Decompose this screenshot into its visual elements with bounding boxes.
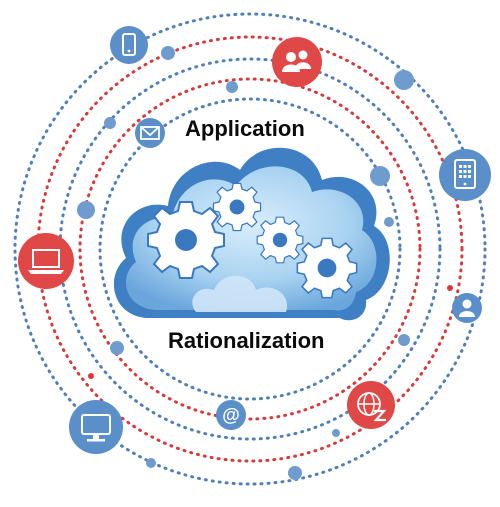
mail-icon	[135, 118, 165, 148]
diagram-title-bottom: Rationalization	[168, 328, 325, 353]
orbit-ring-blue-inner	[98, 97, 402, 401]
tablet-icon	[439, 149, 491, 201]
phone-icon	[110, 26, 148, 64]
globe-icon	[347, 381, 395, 429]
gear-icon	[147, 201, 225, 279]
orbit-dots-red	[88, 285, 453, 379]
orbit-ring-outer-blue	[13, 12, 487, 486]
users-icon	[272, 37, 322, 87]
orbit-ring-red-inner	[78, 77, 422, 421]
monitor-icon	[69, 400, 123, 454]
orbit-dots	[77, 46, 414, 480]
at-sign-icon: @	[216, 400, 246, 430]
gear-icon	[296, 237, 358, 299]
gear-icon	[256, 216, 304, 264]
svg-text:@: @	[222, 405, 240, 425]
person-icon	[452, 293, 482, 323]
diagram-title-top: Application	[185, 116, 305, 141]
gear-icon	[212, 182, 262, 232]
laptop-icon	[18, 233, 74, 289]
